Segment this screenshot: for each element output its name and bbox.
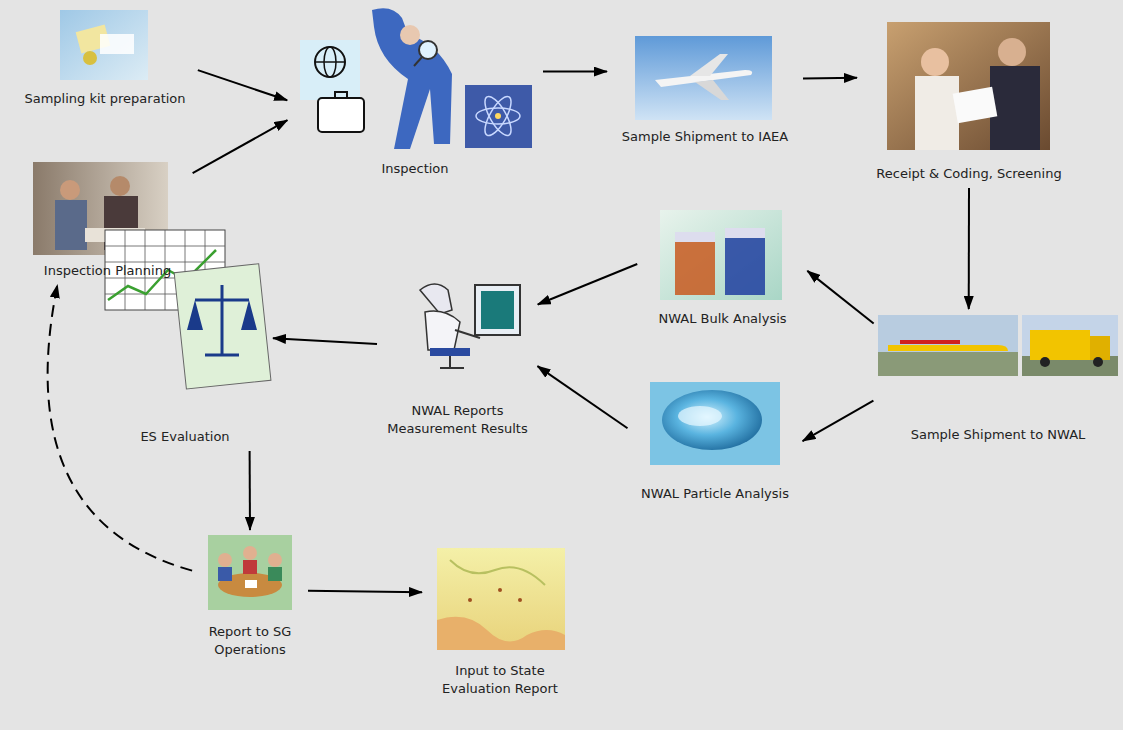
flow-arrow — [193, 120, 288, 173]
computer-user-clipart — [420, 284, 520, 368]
flow-arrow — [543, 71, 607, 73]
state-map — [437, 548, 565, 650]
step-caption: NWAL Particle Analysis — [630, 483, 800, 505]
flow-arrow — [273, 338, 377, 344]
flow-arrow — [198, 70, 287, 100]
flow-arrow — [308, 591, 422, 593]
inspector-clipart — [300, 8, 532, 149]
step-caption: Report to SG Operations — [195, 621, 305, 661]
flow-arrow — [803, 77, 857, 80]
step-caption: Sample Shipment to NWAL — [876, 424, 1120, 446]
airplane-photo — [635, 36, 772, 120]
process-step: NWAL Particle Analysis — [630, 380, 800, 505]
flow-arrow — [538, 264, 637, 304]
step-caption: Inspection — [290, 158, 540, 180]
flow-arrow — [807, 271, 873, 324]
process-step: NWAL Reports Measurement Results — [380, 272, 535, 440]
process-step: Sample Shipment to IAEA — [610, 34, 800, 148]
flow-arrow — [803, 401, 874, 441]
particle-analysis-photo — [650, 382, 780, 465]
flow-arrow — [249, 451, 251, 530]
process-step: Sample Shipment to NWAL — [876, 312, 1120, 446]
step-caption: Sampling kit preparation — [15, 88, 195, 110]
step-caption: ES Evaluation — [100, 426, 270, 448]
process-step: ES Evaluation — [100, 228, 270, 448]
flow-arrow — [968, 188, 970, 309]
process-step: Inspection Planning — [25, 160, 190, 282]
bulk-analysis-photo — [660, 210, 782, 300]
step-caption: Inspection Planning — [25, 260, 190, 282]
process-step: Receipt & Coding, Screening — [860, 20, 1078, 185]
step-caption: Input to State Evaluation Report — [425, 660, 575, 700]
step-caption: Receipt & Coding, Screening — [860, 163, 1078, 185]
step-caption: NWAL Bulk Analysis — [640, 308, 805, 330]
step-caption: NWAL Reports Measurement Results — [380, 400, 535, 440]
courier-photos — [878, 315, 1118, 376]
flow-arrow — [48, 285, 192, 571]
meeting-clipart — [208, 535, 292, 610]
sampling-kit-photo — [60, 10, 148, 80]
process-step: NWAL Bulk Analysis — [640, 208, 805, 330]
process-step: Input to State Evaluation Report — [425, 546, 575, 700]
flow-arrow — [537, 366, 627, 428]
process-step: Report to SG Operations — [195, 533, 305, 661]
process-step: Sampling kit preparation — [15, 8, 195, 110]
step-caption: Sample Shipment to IAEA — [610, 126, 800, 148]
evaluation-clipart — [105, 230, 271, 389]
process-step: Inspection — [290, 5, 540, 180]
receipt-photo — [887, 22, 1050, 150]
